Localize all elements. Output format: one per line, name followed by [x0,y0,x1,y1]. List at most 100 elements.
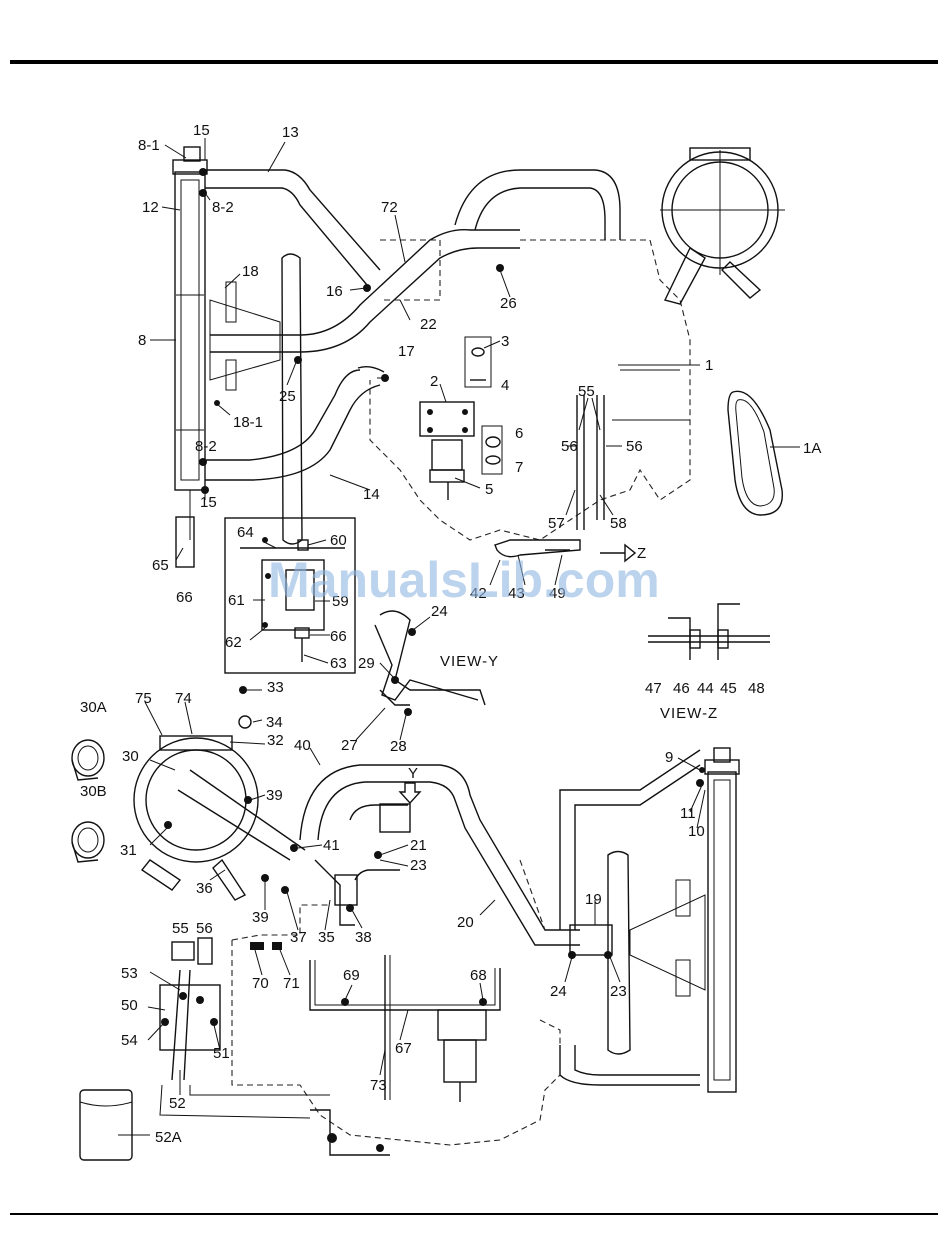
callout-19: 19 [585,891,602,908]
callout-46: 46 [673,680,690,697]
callout-12: 12 [142,199,159,216]
callout-51: 51 [213,1045,230,1062]
upper-tie-rods [494,395,637,563]
view-y-pipe [374,610,486,706]
lower-radiator [675,747,740,1093]
callout-1: 1 [705,357,713,374]
callout-30: 30 [122,748,139,765]
callout-66a: 66 [176,589,193,606]
callout-26: 26 [500,295,517,312]
callout-30A: 30A [80,699,107,716]
callout-15-bot: 15 [200,494,217,511]
callout-7: 7 [515,459,523,476]
callout-29: 29 [358,655,375,672]
callout-6: 6 [515,425,523,442]
callout-72: 72 [381,199,398,216]
callout-71: 71 [283,975,300,992]
callout-18: 18 [242,263,259,280]
v-belt-1A [727,390,784,516]
callout-55b: 55 [172,920,189,937]
lower-engine-block [231,859,561,1146]
callout-66b: 66 [330,628,347,645]
watermark: ManualsLib.com [268,552,660,608]
callout-14: 14 [363,486,380,503]
callout-52A: 52A [155,1129,182,1146]
callout-65: 65 [152,557,169,574]
callout-42: 42 [470,585,487,602]
callout-73: 73 [370,1077,387,1094]
callout-43: 43 [508,585,525,602]
top-rule [10,60,938,64]
callout-21: 21 [410,837,427,854]
callout-58: 58 [610,515,627,532]
callout-8-1: 8-1 [138,137,160,154]
box-inset-60-66 [224,517,356,674]
callout-8-2-bot: 8-2 [195,438,217,455]
arrow-y-label: Y [408,765,418,782]
callout-75: 75 [135,690,152,707]
callout-62: 62 [225,634,242,651]
callout-54: 54 [121,1032,138,1049]
callout-11: 11 [680,805,696,822]
callout-20: 20 [457,914,474,931]
callout-5: 5 [485,481,493,498]
view-y-label: VIEW-Y [440,653,499,670]
callout-22: 22 [420,316,437,333]
leader-lines [118,138,800,1136]
lower-hoses [299,749,701,946]
callout-36: 36 [196,880,213,897]
callout-50: 50 [121,997,138,1014]
callout-44: 44 [697,680,714,697]
callout-35: 35 [318,929,335,946]
callout-45: 45 [720,680,737,697]
callout-67: 67 [395,1040,412,1057]
callout-69: 69 [343,967,360,984]
callout-13: 13 [282,124,299,141]
callout-4: 4 [501,377,509,394]
callout-24a: 24 [431,603,448,620]
callout-47: 47 [645,680,662,697]
callout-56a: 56 [561,438,578,455]
callout-59: 59 [332,593,349,610]
callout-53: 53 [121,965,138,982]
callout-2: 2 [430,373,438,390]
callout-55: 55 [578,383,595,400]
arrow-z-label: Z [637,545,646,562]
upper-hoses [205,169,621,481]
callout-68: 68 [470,967,487,984]
view-z-label: VIEW-Z [660,705,718,722]
caps-30A-30B [71,739,105,863]
callout-48: 48 [748,680,765,697]
callout-39a: 39 [266,787,283,804]
callout-24b: 24 [550,983,567,1000]
callout-18-1: 18-1 [233,414,263,431]
callout-34: 34 [266,714,283,731]
callout-39b: 39 [252,909,269,926]
callout-30B: 30B [80,783,107,800]
callout-41: 41 [323,837,340,854]
callout-23b: 23 [610,983,627,1000]
callout-9: 9 [665,749,673,766]
callout-56b: 56 [626,438,643,455]
callout-52: 52 [169,1095,186,1112]
callout-32: 32 [267,732,284,749]
callout-57: 57 [548,515,565,532]
lower-air-cleaner [133,735,306,901]
callout-8: 8 [138,332,146,349]
callout-61: 61 [228,592,245,609]
lower-piping-bottom [250,942,390,1156]
callout-1A: 1A [803,440,821,457]
bottom-rule [10,1213,938,1215]
callout-60: 60 [330,532,347,549]
callout-16: 16 [326,283,343,300]
callout-31: 31 [120,842,137,859]
upper-engine-block [369,239,691,541]
callout-56c: 56 [196,920,213,937]
callout-64: 64 [237,524,254,541]
callout-37: 37 [290,929,307,946]
lower-support-frame [309,955,501,1102]
callout-17: 17 [398,343,415,360]
view-z-detail [648,603,770,660]
